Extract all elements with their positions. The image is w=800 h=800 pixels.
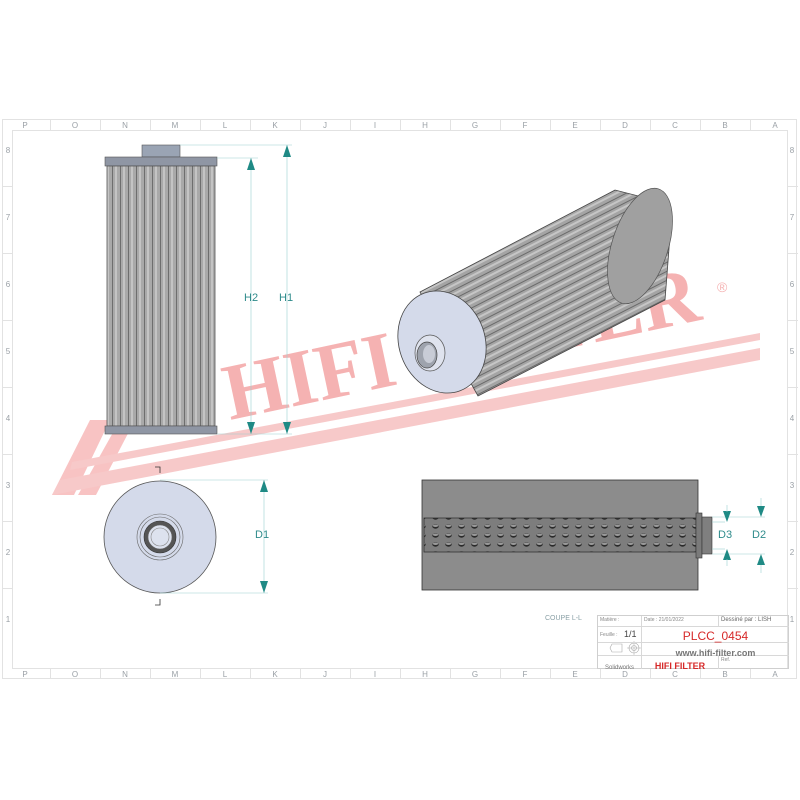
row-label: 4 [5, 414, 11, 423]
front-view [104, 144, 292, 435]
col-label: G [471, 121, 479, 130]
title-block: Matière : Date : 21/01/2022 Dessiné par … [597, 615, 789, 671]
col-label: J [323, 121, 327, 130]
row-label: 6 [789, 280, 795, 289]
projection-cell [598, 643, 642, 656]
row-label: 8 [789, 146, 795, 155]
col-label: H [422, 121, 428, 130]
col-label: P [22, 670, 28, 679]
col-label: B [722, 670, 728, 679]
col-label: I [373, 670, 377, 679]
row-label: 5 [789, 347, 795, 356]
col-label: A [772, 670, 778, 679]
row-label: 2 [789, 548, 795, 557]
col-label: L [222, 670, 228, 679]
col-label: L [222, 121, 228, 130]
end-view [103, 466, 268, 606]
isometric-view [397, 187, 673, 397]
section-view [421, 479, 765, 591]
dim-h2-label: H2 [244, 292, 259, 304]
col-label: D [622, 121, 628, 130]
software-cell: Solidworks [598, 656, 642, 671]
row-label: 3 [5, 481, 11, 490]
website-text: www.hifi-filter.com [675, 648, 756, 658]
brand-name: HIFI FILTER [654, 661, 706, 671]
outer-frame [2, 119, 797, 679]
row-label: 1 [5, 615, 11, 624]
dim-d2-label: D2 [752, 529, 767, 541]
col-label: G [471, 670, 479, 679]
row-label: 7 [5, 213, 11, 222]
ref-cell: Ref. [719, 656, 789, 669]
row-label: 6 [5, 280, 11, 289]
drawn-by-label: Dessiné par : LISH [721, 617, 772, 623]
col-label: H [422, 670, 428, 679]
col-label: B [722, 121, 728, 130]
col-label: J [323, 670, 327, 679]
part-number-cell: PLCC_0454 [642, 627, 789, 643]
date-cell: Date : 21/01/2022 [642, 616, 719, 627]
material-label: Matière : [600, 617, 620, 623]
material-cell: Matière : [598, 616, 642, 627]
col-label: A [772, 121, 778, 130]
website-cell: www.hifi-filter.com [642, 643, 789, 658]
row-label: 7 [789, 213, 795, 222]
date-label: Date : 21/01/2022 [644, 617, 684, 623]
dim-h1-label: H1 [279, 292, 294, 304]
svg-text:®: ® [717, 279, 728, 295]
row-label: 8 [5, 146, 11, 155]
section-label: COUPE L-L [545, 615, 582, 622]
part-number: PLCC_0454 [682, 629, 749, 643]
sheet-value: 1/1 [624, 629, 637, 639]
sheet-cell: Feuille : 1/1 [598, 627, 642, 643]
col-label: N [122, 670, 128, 679]
col-label: E [572, 121, 578, 130]
row-label: 4 [789, 414, 795, 423]
ref-label: Ref. [721, 657, 731, 663]
col-label: K [272, 670, 278, 679]
software-label: Solidworks [604, 665, 634, 671]
col-label: K [272, 121, 278, 130]
row-label: 5 [5, 347, 11, 356]
row-label: 1 [789, 615, 795, 624]
col-label: M [171, 670, 179, 679]
col-label: N [122, 121, 128, 130]
projection-symbol-icon [609, 641, 641, 655]
col-label: O [71, 121, 79, 130]
row-label: 3 [789, 481, 795, 490]
col-label: D [622, 670, 628, 679]
col-label: I [373, 121, 377, 130]
col-label: C [672, 670, 678, 679]
col-label: M [171, 121, 179, 130]
col-label: F [522, 670, 528, 679]
dim-d1-label: D1 [255, 529, 270, 541]
sheet-label: Feuille : [600, 632, 618, 638]
drawn-by-cell: Dessiné par : LISH [719, 616, 789, 627]
row-label: 2 [5, 548, 11, 557]
brand-cell: HIFI FILTER [642, 656, 719, 671]
col-label: E [572, 670, 578, 679]
col-label: O [71, 670, 79, 679]
col-label: F [522, 121, 528, 130]
col-label: P [22, 121, 28, 130]
col-label: C [672, 121, 678, 130]
dim-d3-label: D3 [718, 529, 733, 541]
